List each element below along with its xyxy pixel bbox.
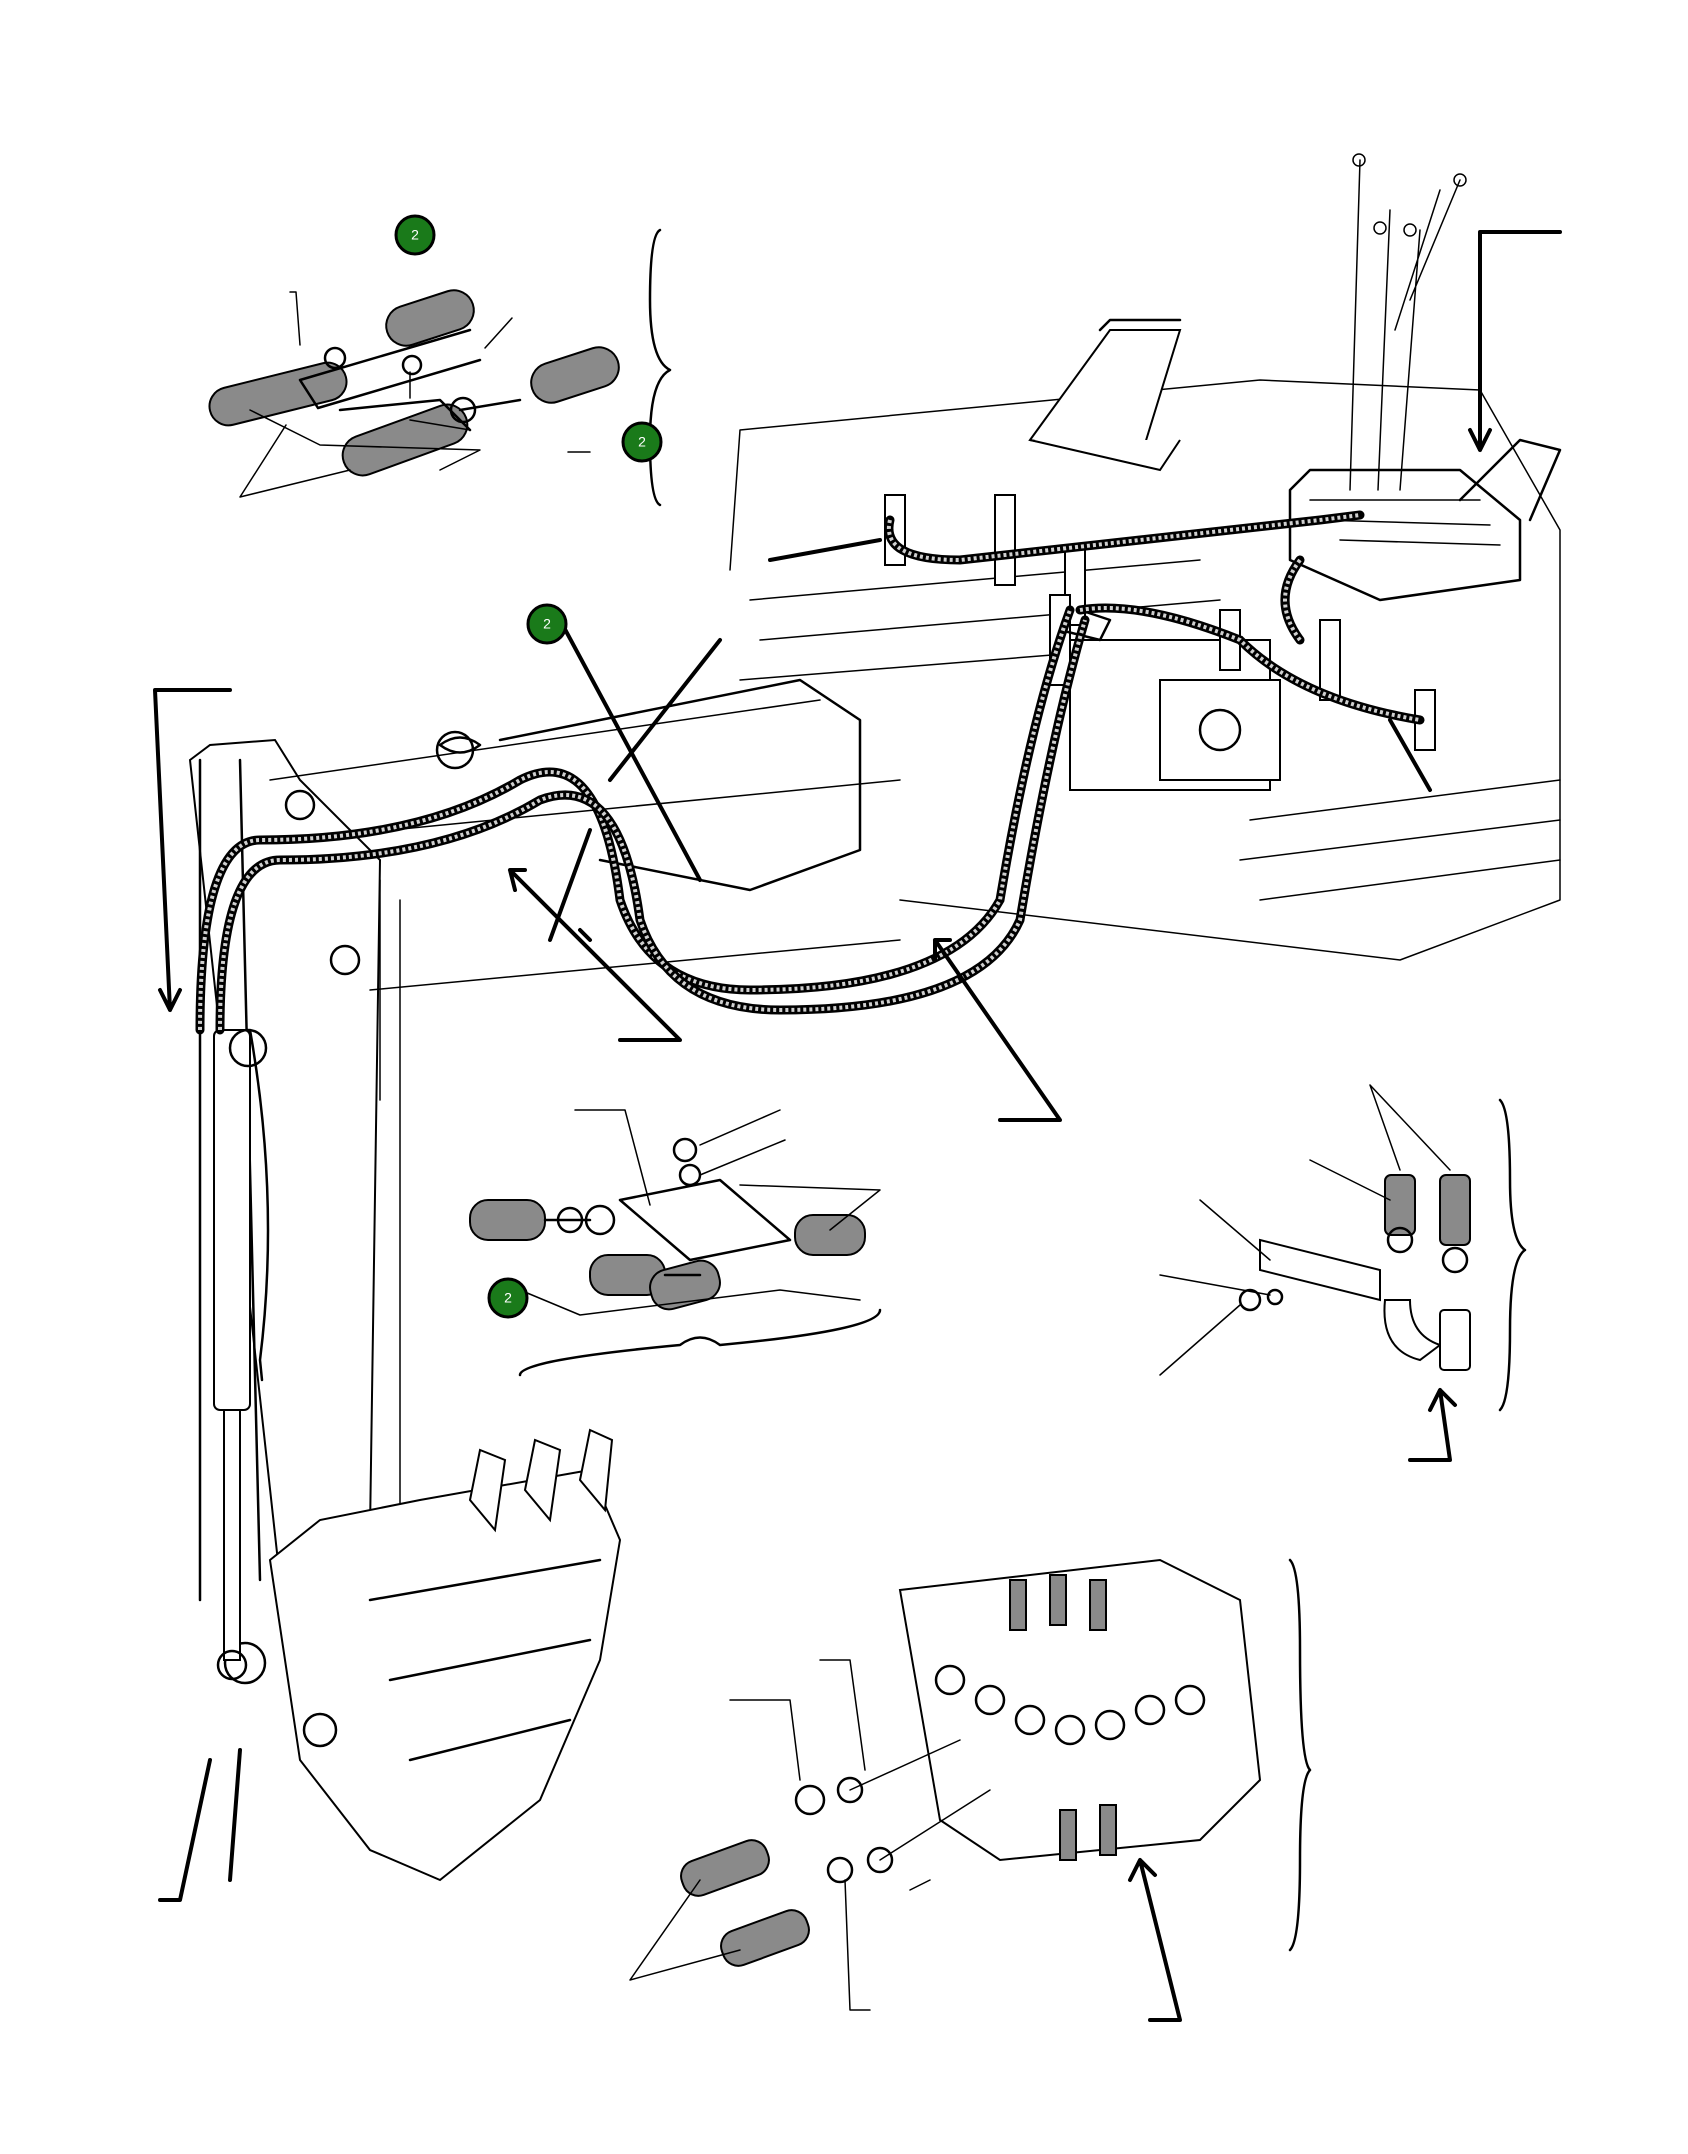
callout-badge-manifold[interactable]: 2 xyxy=(487,1277,529,1319)
callout-badge-boom[interactable]: 2 xyxy=(526,603,568,645)
bucket xyxy=(223,1428,622,1882)
control-valve-assembly xyxy=(1288,153,1562,602)
hydraulic-cylinder xyxy=(158,1028,270,1902)
detail-manifold xyxy=(469,1109,882,1377)
boom-hoses xyxy=(195,510,1425,1035)
callout-badge-manifold-label: 2 xyxy=(504,1290,512,1306)
callout-badge-top[interactable]: 2 xyxy=(394,214,436,256)
callout-badge-boom-label: 2 xyxy=(543,616,551,632)
detail-valve-stack xyxy=(629,1558,1312,2022)
callout-badge-top-label: 2 xyxy=(411,227,419,243)
callout-badge-upper-right-label: 2 xyxy=(638,434,646,450)
callout-badge-upper-right[interactable]: 2 xyxy=(621,421,663,463)
detail-elbow-fittings xyxy=(1159,1084,1527,1462)
detail-coupling-upper xyxy=(208,228,672,507)
chassis-frame xyxy=(729,318,1561,961)
leader-lines xyxy=(153,538,1432,1122)
